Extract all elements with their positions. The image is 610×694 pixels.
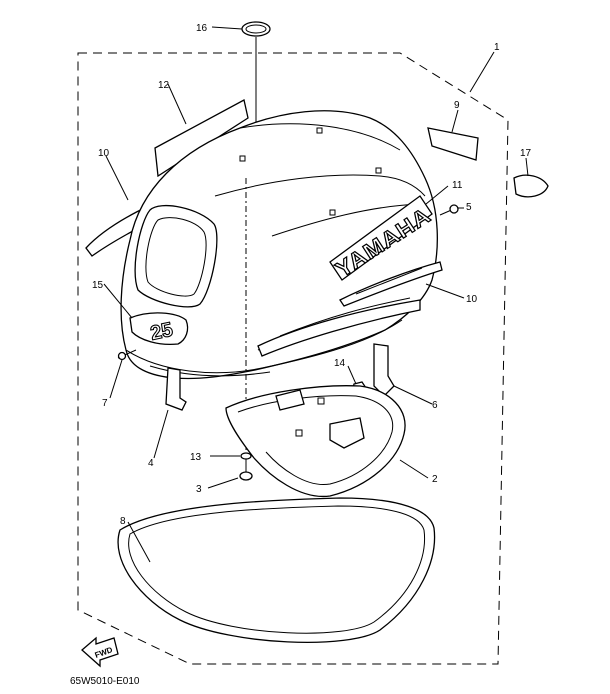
callout-10-right: 10 <box>466 294 478 305</box>
callout-14: 14 <box>334 358 346 369</box>
callout-5: 5 <box>466 202 472 213</box>
part-4-bracket <box>165 367 187 411</box>
callout-12: 12 <box>158 80 170 91</box>
part-17-clip <box>513 174 549 198</box>
callout-15: 15 <box>92 280 104 291</box>
callout-16: 16 <box>196 23 208 34</box>
callout-2: 2 <box>432 474 438 485</box>
part-13-washer <box>240 452 252 460</box>
part-8-seal <box>117 497 436 643</box>
callout-1: 1 <box>494 42 500 53</box>
callout-3: 3 <box>196 484 202 495</box>
leader-lines <box>103 26 529 563</box>
callout-6: 6 <box>432 400 438 411</box>
part-2-bottom-cowling <box>225 385 406 498</box>
callout-10-left: 10 <box>98 148 110 159</box>
part-12-decal <box>154 99 249 178</box>
callout-13: 13 <box>190 452 202 463</box>
decal-model-text: 25 <box>148 319 174 345</box>
callout-7: 7 <box>102 398 108 409</box>
callout-4: 4 <box>148 458 154 469</box>
part-11-yamaha-decal <box>329 195 433 281</box>
callout-17: 17 <box>520 148 532 159</box>
part-7-screw <box>117 349 137 361</box>
part-3-bolt <box>239 462 253 481</box>
assembly-boundary <box>77 52 509 665</box>
drawing-code: 65W5010-E010 <box>70 676 140 687</box>
part-1-top-cowling <box>120 110 438 380</box>
part-6-lever <box>373 343 395 397</box>
fwd-arrow-icon: FWD <box>81 636 119 668</box>
part-9-decal <box>427 127 479 161</box>
part-5-screw <box>439 204 459 216</box>
callout-11: 11 <box>452 180 463 191</box>
callout-8: 8 <box>120 516 126 527</box>
cowling-air-intake <box>134 204 218 308</box>
part-15-model-badge <box>129 312 189 346</box>
callout-9: 9 <box>454 100 460 111</box>
part-10-right-decal <box>257 299 421 357</box>
